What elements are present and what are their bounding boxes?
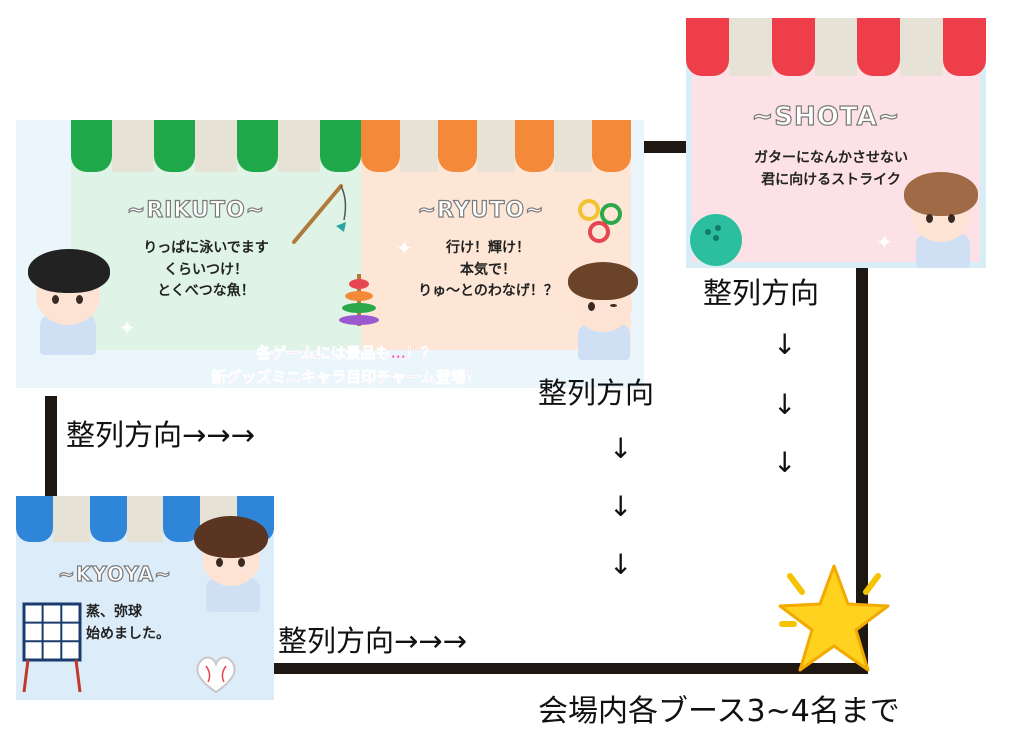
ryuto-text: 行け！輝け！ 本気で！ りゅ～とのわなげ！？ xyxy=(418,240,558,300)
direction-label-left: 整列方向→→→ xyxy=(66,418,255,452)
kyoya-character xyxy=(192,512,272,612)
shota-text: ガターになんかさせない 君に向けるストライク xyxy=(754,150,908,188)
ryuto-awning xyxy=(361,120,632,172)
direction-label-middle: 整列方向 xyxy=(538,376,655,410)
direction-label-bottom: 整列方向→→→ xyxy=(278,624,467,658)
ryuto-name: ~RYUTO~ xyxy=(417,197,545,223)
ring-stack-icon xyxy=(339,274,379,326)
down-arrow-right-2: ↓ xyxy=(773,388,797,421)
rikuto-awning xyxy=(71,120,361,172)
path-line-top xyxy=(640,141,688,153)
shota-awning xyxy=(686,18,986,76)
down-arrow-middle-2: ↓ xyxy=(609,490,633,523)
shota-character xyxy=(902,168,982,268)
rikuto-text: りっぱに泳いでます くらいつけ！ とくべつな魚！ xyxy=(143,240,269,300)
fishing-rod-icon xyxy=(292,184,347,244)
sparkle-icon: ✦ xyxy=(396,236,413,260)
rikuto-area xyxy=(71,160,361,350)
booth-shota: ~SHOTA~ ガターになんかさせない 君に向けるストライク ✦ xyxy=(686,18,986,268)
down-arrow-right-1: ↓ xyxy=(773,328,797,361)
sparkle-icon: ✦ xyxy=(119,316,136,340)
number-grid-icon xyxy=(22,602,82,693)
shota-name: ~SHOTA~ xyxy=(751,101,901,132)
sparkle-icon: ✦ xyxy=(876,230,893,254)
rikuto-name: ~RIKUTO~ xyxy=(126,197,266,223)
path-line-right-vertical xyxy=(856,262,868,672)
direction-label-right: 整列方向 xyxy=(703,276,820,310)
kyoya-text: 蒸、弥球 始めました。 xyxy=(86,604,170,642)
down-arrow-middle-1: ↓ xyxy=(609,432,633,465)
ryuto-character xyxy=(564,260,644,360)
banner-rikuto-ryuto: ~RIKUTO~ りっぱに泳いでます くらいつけ！ とくべつな魚！ ~RYUTO… xyxy=(16,120,644,388)
notice-line-1: 各ゲームには景品も…！？ xyxy=(256,344,436,363)
down-arrow-right-3: ↓ xyxy=(773,446,797,479)
kyoya-name: ~KYOYA~ xyxy=(57,561,173,586)
booth-kyoya: ~KYOYA~ 蒸、弥球 始めました。 xyxy=(16,496,274,700)
footer-note: 会場内各ブース3~4名まで xyxy=(538,694,900,729)
ring-toss-icon xyxy=(578,199,622,243)
notice-line-2: 新グッズミニキャラ目印チャーム登場！ xyxy=(211,368,481,387)
rikuto-character xyxy=(18,245,118,355)
star-icon xyxy=(778,564,890,672)
path-line-bottom xyxy=(270,663,868,674)
down-arrow-middle-3: ↓ xyxy=(609,548,633,581)
heart-baseball-icon xyxy=(196,656,236,694)
bowling-ball-icon xyxy=(690,214,742,266)
path-line-left-vertical xyxy=(45,396,57,496)
